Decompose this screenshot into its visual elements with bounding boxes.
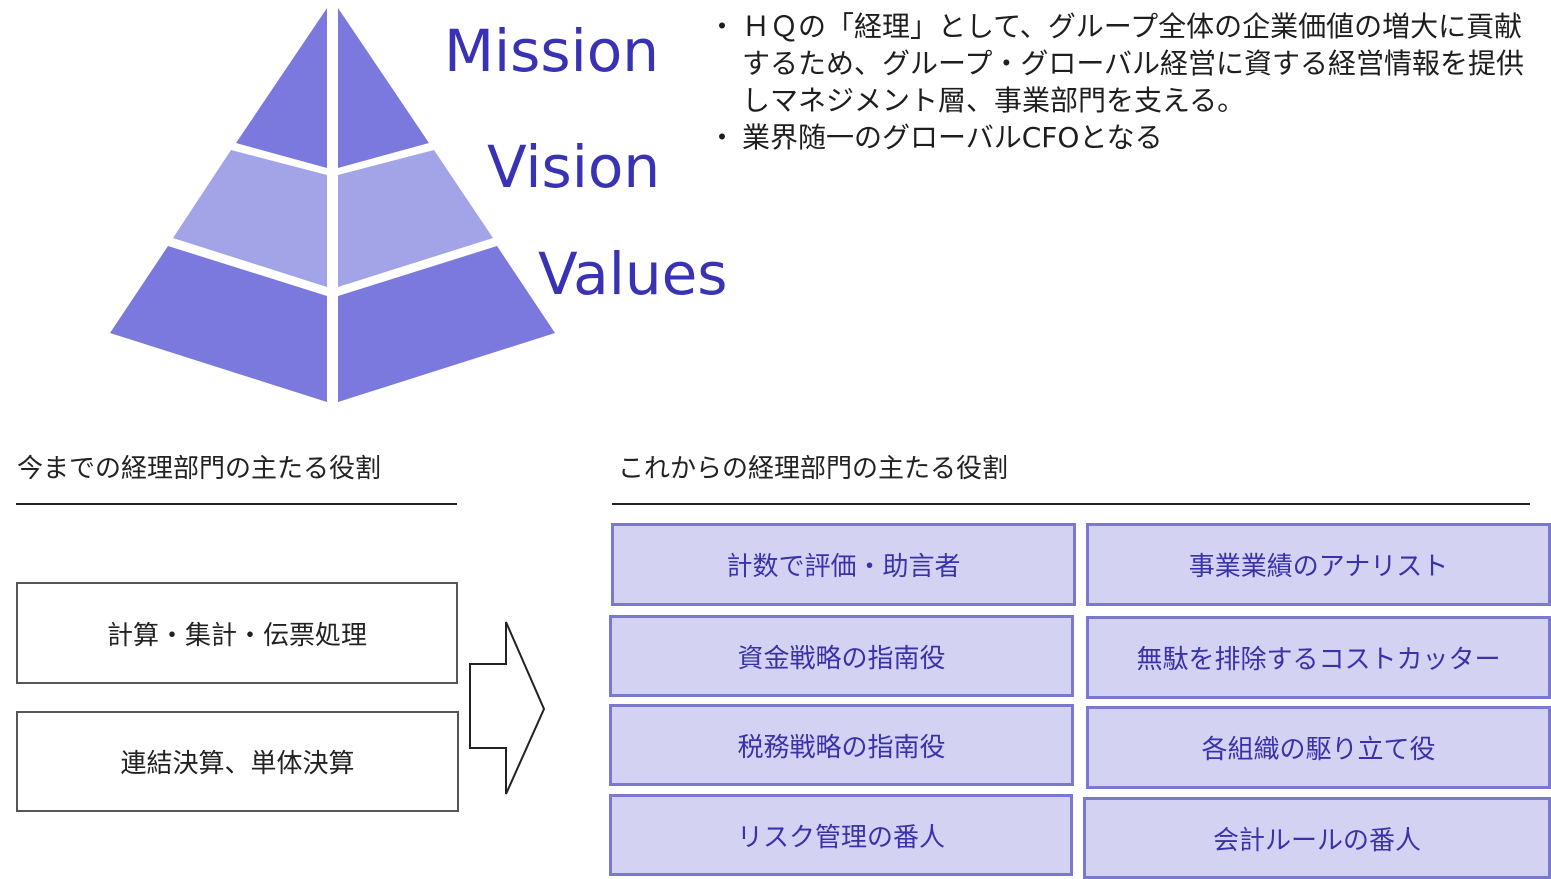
vision-label: Vision xyxy=(487,133,661,201)
mission-statement-text: ＨＱの「経理」として、グループ全体の企業価値の増大に貢献するため、グループ・グロ… xyxy=(742,10,1525,117)
pyramid-top-right xyxy=(338,8,429,168)
future-roles-title: これからの経理部門の主たる役割 xyxy=(618,454,1009,484)
current-role-box: 計算・集計・伝票処理 xyxy=(16,582,458,684)
mission-statement-item: ・ 業界随一のグローバルCFOとなる xyxy=(708,119,1528,156)
bullet-marker: ・ xyxy=(708,10,737,43)
mission-statement-list: ・ ＨＱの「経理」として、グループ全体の企業価値の増大に貢献するため、グループ・… xyxy=(708,8,1528,156)
bullet-marker: ・ xyxy=(708,121,737,154)
pyramid-middle-right xyxy=(338,150,493,287)
pyramid-bottom-right xyxy=(338,246,555,402)
future-role-box: 無駄を排除するコストカッター xyxy=(1086,616,1551,699)
pyramid-bottom-left xyxy=(110,246,327,402)
current-roles-title: 今までの経理部門の主たる役割 xyxy=(17,454,382,484)
pyramid-top-left xyxy=(236,8,327,168)
future-title-underline xyxy=(612,503,1530,505)
pyramid-diagram xyxy=(110,8,555,402)
future-role-box: 各組織の駆り立て役 xyxy=(1086,706,1551,789)
future-role-box: 資金戦略の指南役 xyxy=(609,615,1074,697)
future-role-box: 税務戦略の指南役 xyxy=(609,704,1074,786)
mission-statement-text: 業界随一のグローバルCFOとなる xyxy=(742,121,1163,154)
transition-arrow-icon xyxy=(469,621,546,795)
mission-label: Mission xyxy=(444,17,659,85)
future-role-box: リスク管理の番人 xyxy=(609,794,1073,876)
current-title-underline xyxy=(16,503,457,505)
mission-statement-item: ・ ＨＱの「経理」として、グループ全体の企業価値の増大に貢献するため、グループ・… xyxy=(708,8,1528,119)
current-role-box: 連結決算、単体決算 xyxy=(16,711,459,812)
future-role-box: 会計ルールの番人 xyxy=(1083,797,1551,879)
future-role-box: 計数で評価・助言者 xyxy=(611,523,1076,606)
future-role-box: 事業業績のアナリスト xyxy=(1086,523,1551,606)
values-label: Values xyxy=(538,240,728,308)
pyramid-middle-left xyxy=(173,150,327,287)
